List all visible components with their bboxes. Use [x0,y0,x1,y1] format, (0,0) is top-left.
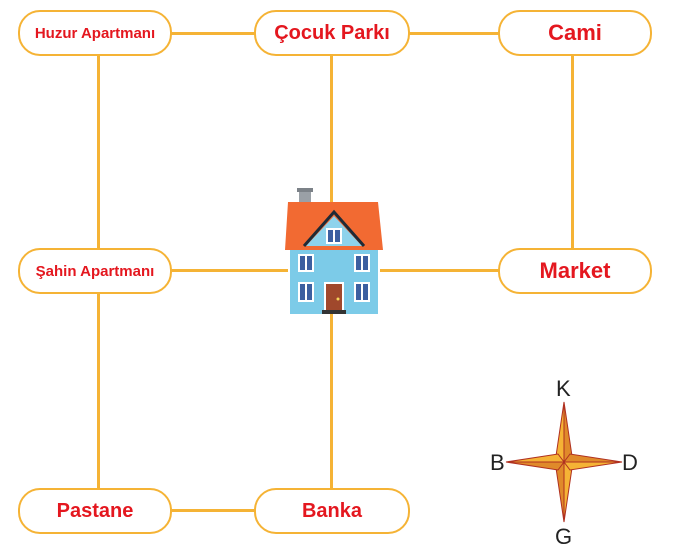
place-label: Pastane [56,499,134,522]
compass-east-label: D [622,450,638,475]
road-left-upper [97,54,100,250]
house-icon [284,188,384,316]
compass-star [505,401,623,523]
place-label: Cami [548,20,602,45]
road-middle-right [380,269,500,272]
road-center-lower [330,314,333,490]
place-pastane: Pastane [18,488,172,534]
place-banka: Banka [254,488,410,534]
compass-north-label: K [556,376,571,401]
road-bottom [170,509,256,512]
road-top-right [408,32,500,35]
road-left-lower [97,293,100,489]
place-huzur-apartmani: Huzur Apartmanı [18,10,172,56]
place-label: Market [539,258,611,283]
place-label: Huzur Apartmanı [34,24,156,42]
road-middle-left [170,269,288,272]
place-sahin-apartmani: Şahin Apartmanı [18,248,172,294]
place-label: Banka [301,499,363,522]
place-market: Market [498,248,652,294]
compass-rose-icon: K G B D [486,374,646,554]
road-center-upper [330,54,333,204]
road-top-left [170,32,256,35]
compass-south-label: G [555,524,573,549]
place-cami: Cami [498,10,652,56]
road-right-upper [571,54,574,250]
compass-west-label: B [490,450,505,475]
place-label: Çocuk Parkı [274,21,390,44]
place-label: Şahin Apartmanı [35,262,155,280]
place-cocuk-parki: Çocuk Parkı [254,10,410,56]
